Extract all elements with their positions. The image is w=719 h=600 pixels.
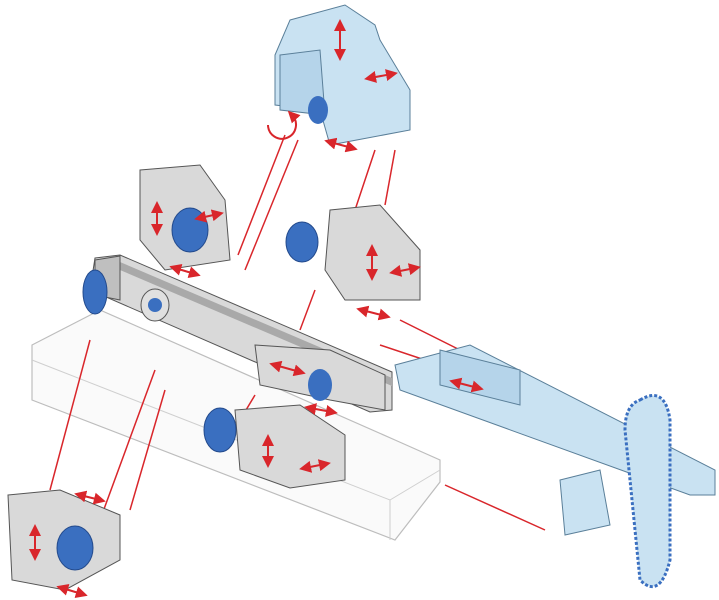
turret-unit-upper-left [139,164,231,271]
double-arrow-icon [356,305,391,321]
double-arrow-icon [449,377,484,393]
tool-changer-gantry [394,344,716,589]
double-arrow-icon [364,69,398,83]
rotation-arrow-icon [267,110,301,140]
double-arrow-icon [324,137,358,153]
top-head-unit [267,4,411,146]
double-arrow-icon [56,583,88,599]
double-arrow-icon [74,490,106,505]
main-spindle-left [82,269,170,322]
double-arrow-icon [299,459,331,473]
turret-unit-lower-left [7,489,121,591]
turret-unit-upper-right [285,204,421,301]
double-arrow-icon [194,209,224,223]
double-arrow-icon [269,360,306,377]
double-arrow-icon [304,403,338,417]
motion-arrows [29,19,484,599]
double-arrow-icon [389,263,421,277]
double-arrow-icon [169,263,201,279]
